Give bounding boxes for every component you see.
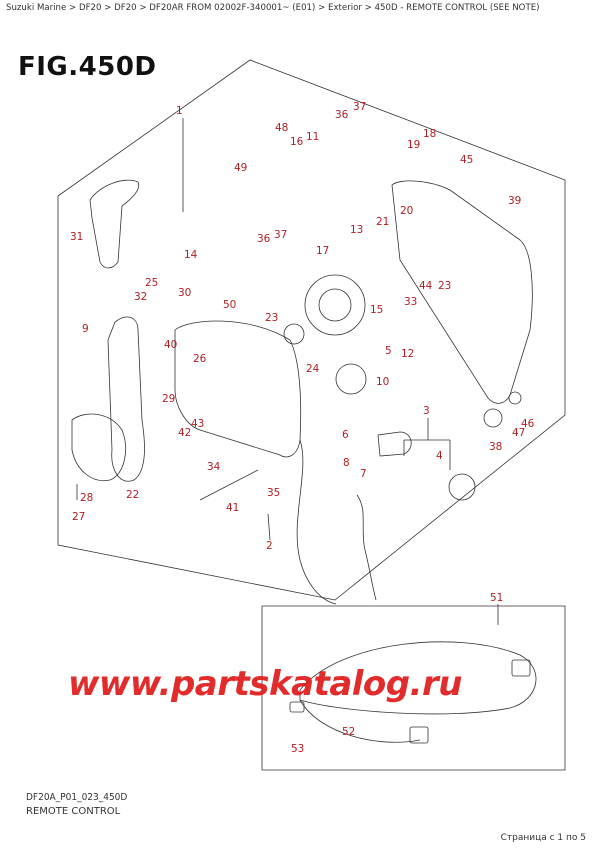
- callout-label: 37: [353, 101, 366, 113]
- switch-part: [335, 363, 367, 395]
- callout-label: 40: [164, 339, 177, 351]
- callout-label: 37: [274, 229, 287, 241]
- callout-label: 34: [207, 461, 221, 473]
- callout-label: 17: [316, 245, 329, 257]
- callout-label: 43: [191, 418, 204, 430]
- callout-label: 51: [490, 592, 503, 604]
- callout-label: 35: [267, 487, 280, 499]
- callout-label: 19: [407, 139, 420, 151]
- connector-part: [511, 659, 531, 677]
- control-lever-part: [107, 316, 145, 482]
- key-switch-part: [377, 431, 412, 457]
- callout-label: 25: [145, 277, 158, 289]
- callout-label: 29: [162, 393, 175, 405]
- lever-cover-part: [71, 413, 126, 482]
- callout-label: 24: [306, 363, 320, 375]
- breadcrumb[interactable]: Suzuki Marine > DF20 > DF20 > DF20AR FRO…: [6, 3, 540, 13]
- callout-label: 41: [226, 502, 239, 514]
- callout-label: 33: [404, 296, 417, 308]
- grommet-part: [483, 408, 503, 428]
- callout-label: 36: [257, 233, 271, 245]
- callout-label: 49: [234, 162, 247, 174]
- callout-label: 30: [178, 287, 191, 299]
- callout-label: 44: [419, 280, 433, 292]
- callout-label: 18: [423, 128, 436, 140]
- callout-label: 9: [82, 323, 89, 335]
- gear-part: [304, 274, 366, 336]
- callout-label: 8: [343, 457, 350, 469]
- callout-label: 1: [176, 105, 183, 117]
- callout-label: 11: [306, 131, 319, 143]
- callout-label: 38: [489, 441, 502, 453]
- callout-label: 10: [376, 376, 389, 388]
- figure-code: DF20A_P01_023_450D: [26, 792, 128, 803]
- housing-part: [174, 320, 302, 458]
- washer-part: [283, 323, 305, 345]
- callout-label: 12: [401, 348, 414, 360]
- lanyard-part: [356, 494, 377, 601]
- figure-title: FIG.450D: [18, 52, 157, 82]
- callout-label: 45: [460, 154, 473, 166]
- lower-harness: [299, 641, 537, 715]
- harness-wire: [296, 439, 337, 605]
- callout-label: 22: [126, 489, 139, 501]
- callout-label: 53: [291, 743, 304, 755]
- callout-label: 26: [193, 353, 207, 365]
- callout-label: 47: [512, 427, 525, 439]
- main-frame: [57, 59, 566, 601]
- callout-label: 42: [178, 427, 191, 439]
- page-indicator[interactable]: Страница с 1 по 5: [500, 833, 586, 843]
- watermark: www.partskatalog.ru: [68, 664, 463, 704]
- harness-frame: [261, 605, 566, 771]
- callout-label: 13: [350, 224, 363, 236]
- callout-label: 27: [72, 511, 85, 523]
- callout-label: 5: [385, 345, 392, 357]
- callout-label: 28: [80, 492, 93, 504]
- callout-label: 48: [275, 122, 288, 134]
- callout-label: 39: [508, 195, 521, 207]
- callout-label: 50: [223, 299, 236, 311]
- callout-label: 7: [360, 468, 367, 480]
- bolt-part: [199, 469, 259, 501]
- callout-label: 15: [370, 304, 383, 316]
- callout-label: 36: [335, 109, 349, 121]
- callout-label: 14: [184, 249, 198, 261]
- callout-label: 4: [436, 450, 443, 462]
- callout-label: 21: [376, 216, 389, 228]
- callout-label: 16: [290, 136, 304, 148]
- callout-label: 32: [134, 291, 147, 303]
- figure-caption: REMOTE CONTROL: [26, 806, 121, 817]
- callout-label: 31: [70, 231, 83, 243]
- callout-label: 2: [266, 540, 273, 552]
- callout-label: 46: [521, 418, 535, 430]
- callout-label: 23: [265, 312, 278, 324]
- callout-label: 20: [400, 205, 413, 217]
- callout-label: 6: [342, 429, 349, 441]
- callout-label: 23: [438, 280, 451, 292]
- callout-label: 3: [423, 405, 430, 417]
- handle-grip-part: [89, 179, 140, 269]
- callout-label: 52: [342, 726, 355, 738]
- side-cover-part: [391, 180, 533, 404]
